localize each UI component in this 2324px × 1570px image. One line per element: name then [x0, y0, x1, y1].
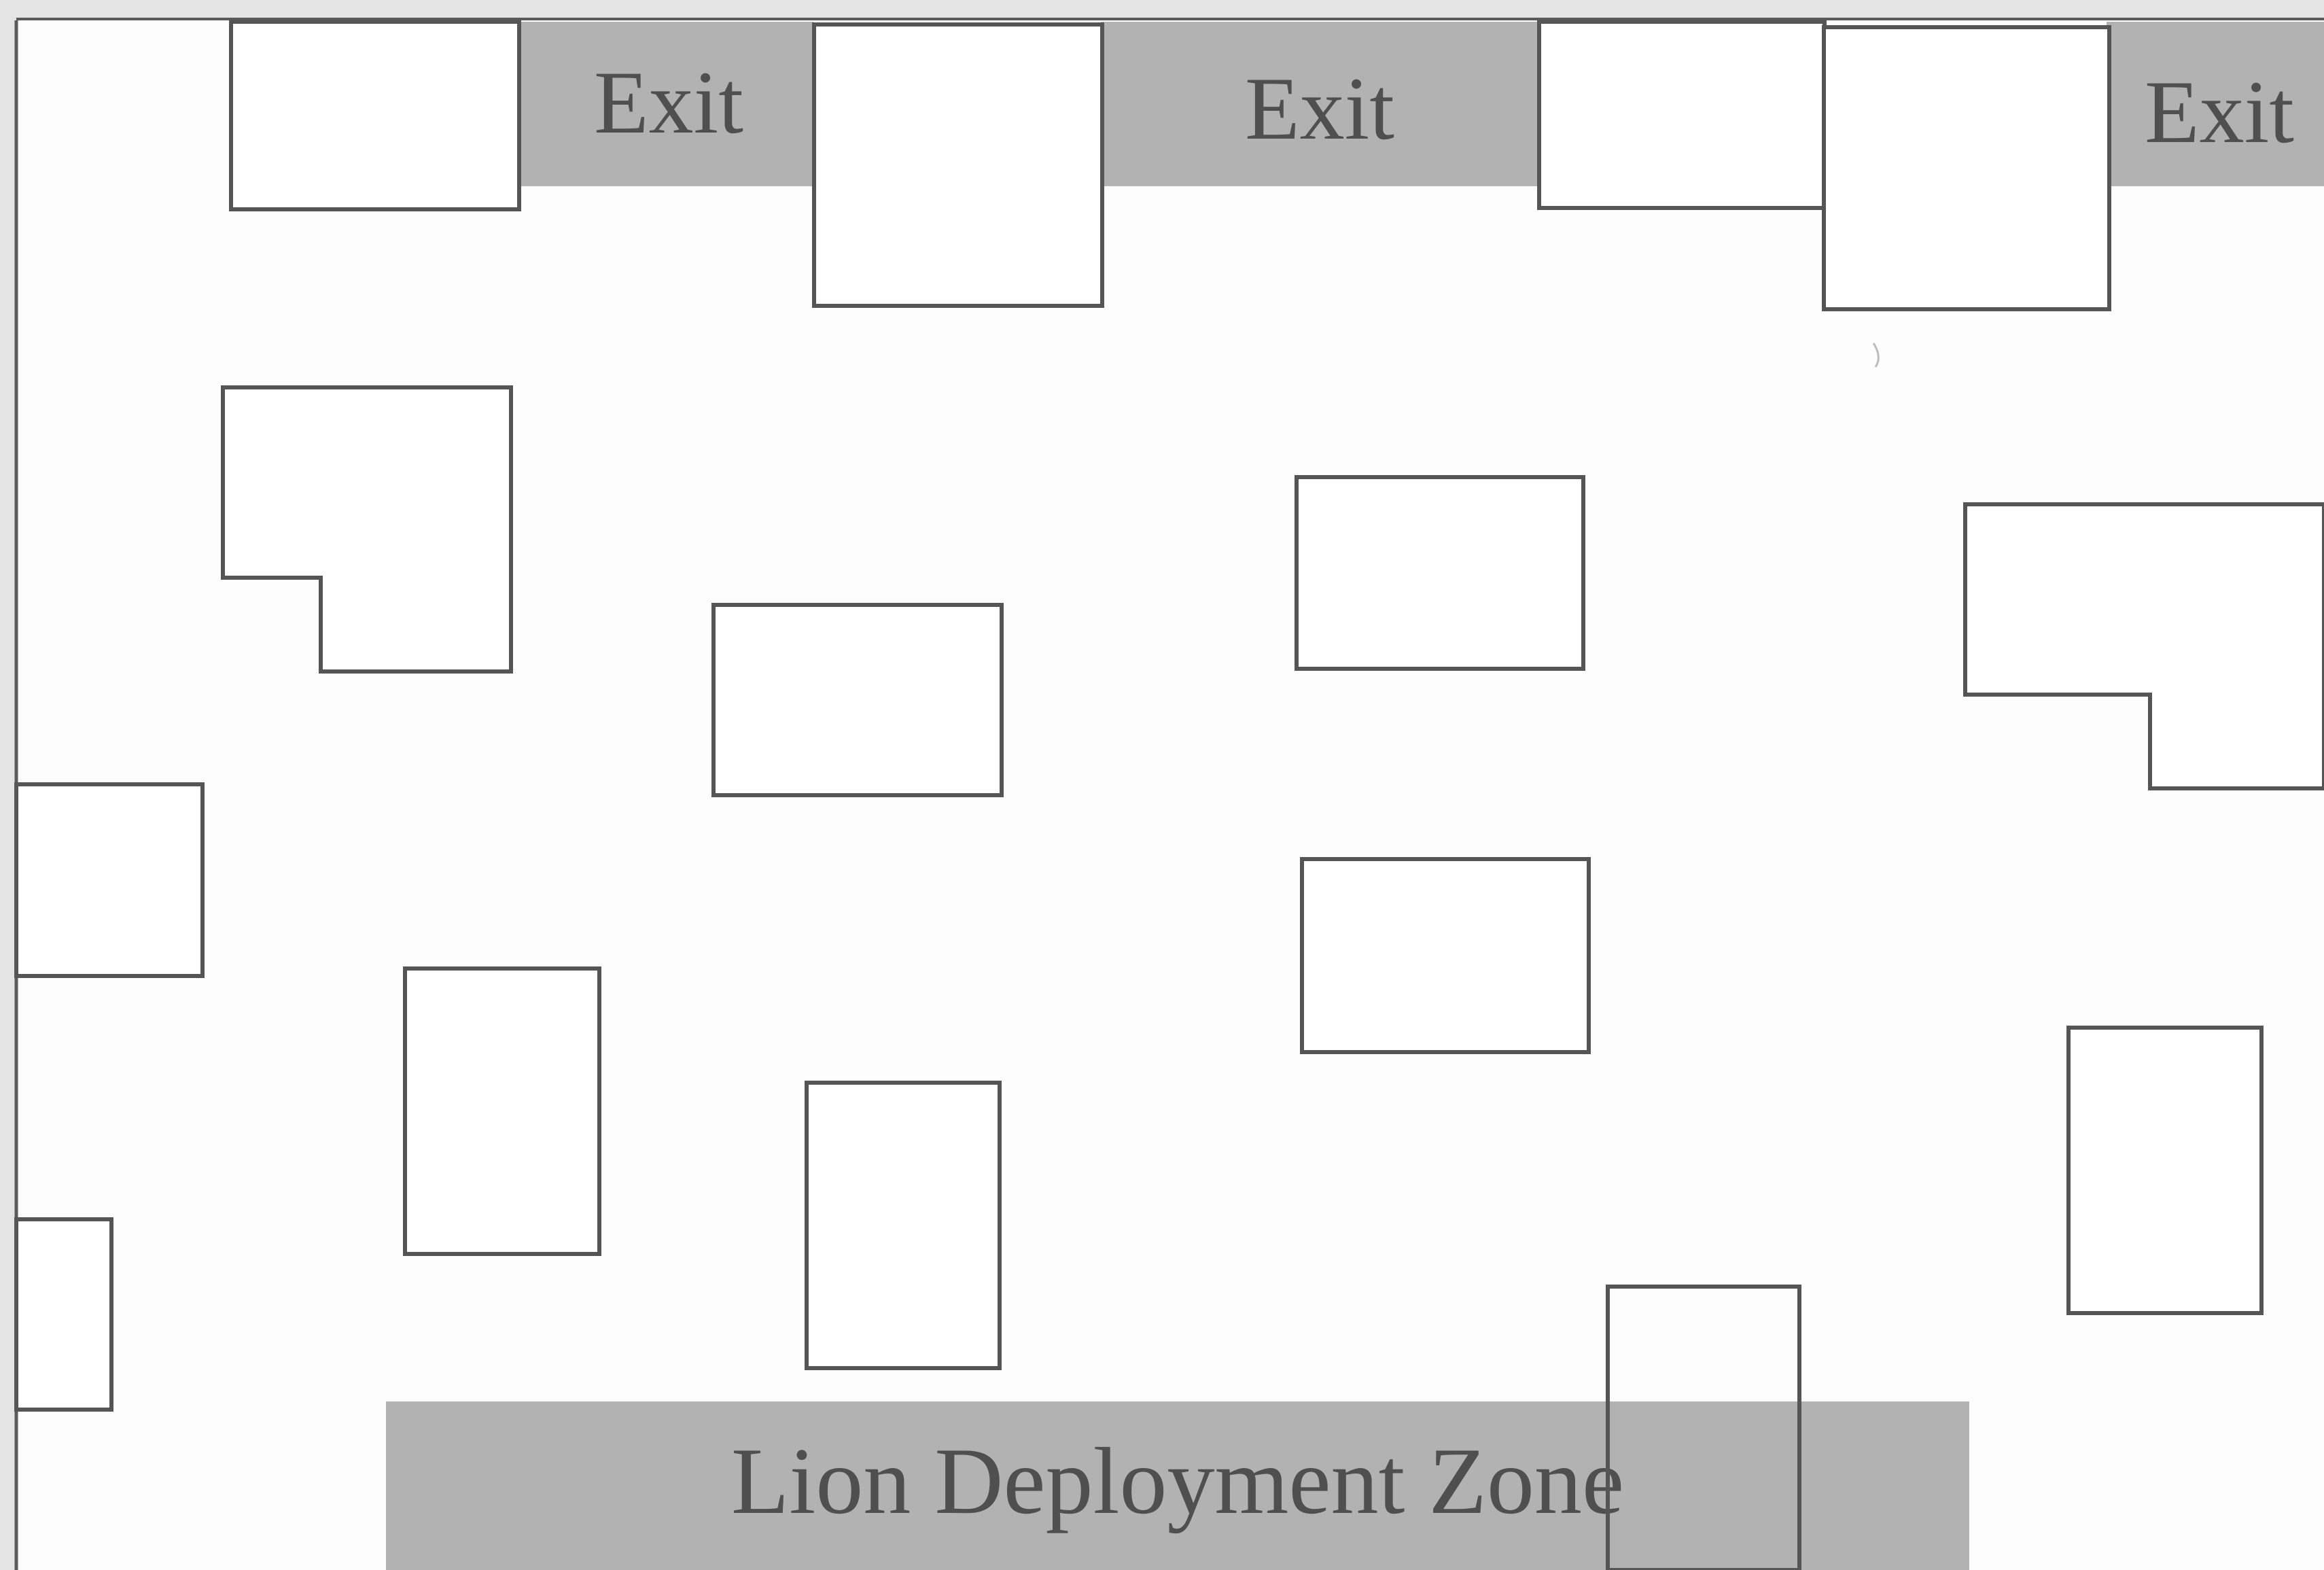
exit-zone-1: [521, 22, 814, 186]
building: [14, 1217, 113, 1412]
buildings-group: [14, 20, 2324, 1570]
building: [805, 1081, 1002, 1370]
building: [1606, 1285, 1801, 1570]
exit-label-2: Exit: [1245, 58, 1394, 158]
building: [812, 22, 1104, 308]
exit-label-3: Exit: [2145, 62, 2294, 162]
building: [14, 782, 205, 978]
lion-deployment-zone: [386, 1401, 1969, 1570]
exit-zone-2: [1101, 22, 1539, 186]
building: [2066, 1026, 2264, 1315]
building: [1537, 20, 1827, 210]
building: [1822, 25, 2111, 311]
building-l-shaped: [1963, 502, 2324, 790]
building-l-shaped: [221, 385, 513, 674]
building: [229, 20, 521, 211]
deployment-zone-label: Lion Deployment Zone: [731, 1429, 1624, 1534]
building: [1295, 475, 1585, 671]
building: [711, 603, 1004, 797]
scan-smudge: [1872, 343, 1880, 368]
building: [1300, 857, 1591, 1054]
building: [403, 966, 601, 1256]
exit-zone-3: [2107, 22, 2324, 186]
exit-label-1: Exit: [594, 52, 743, 152]
